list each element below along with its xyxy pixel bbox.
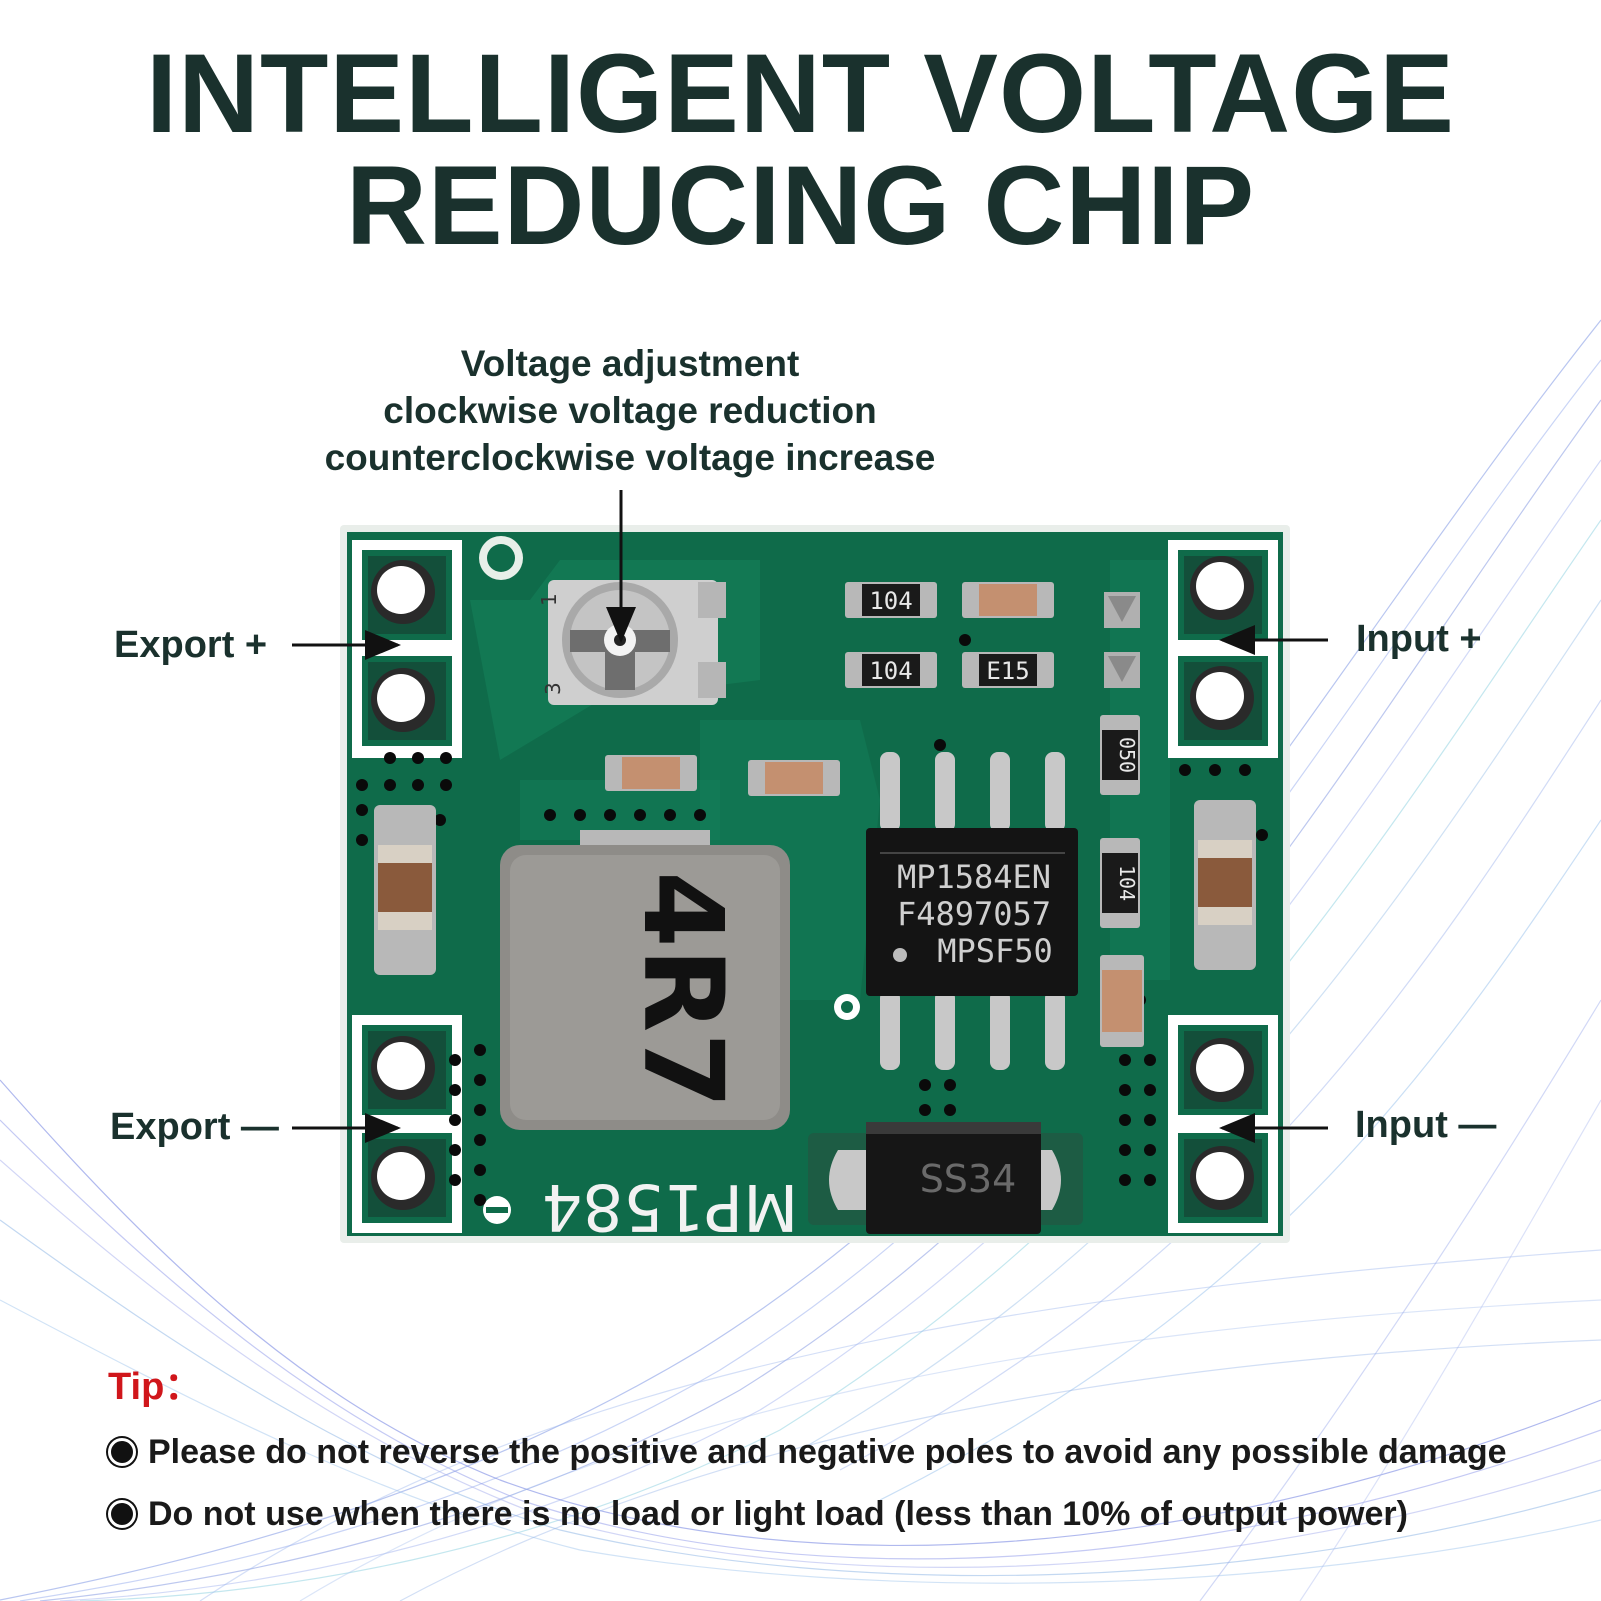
input-plus-label: Input + — [1356, 618, 1482, 660]
resistor-1-marking: 104 — [869, 587, 912, 615]
diode-marking: SS34 — [920, 1157, 1017, 1201]
silkscreen-mp1584: MP1584 — [542, 1169, 799, 1243]
tip-text: Please do not reverse the positive and n… — [148, 1433, 1507, 1471]
chip-marking-line-3: MPSF50 — [937, 932, 1053, 970]
chip-marking-line-2: F4897057 — [897, 895, 1051, 933]
export-minus-pads — [352, 1015, 462, 1233]
diode-ss34: SS34 — [808, 1122, 1083, 1234]
capacitor-mid — [748, 760, 840, 796]
export-plus-label: Export + — [114, 624, 268, 666]
resistor-e15: E15 — [962, 652, 1054, 688]
tip-text: Do not use when there is no load or ligh… — [148, 1495, 1408, 1533]
capacitor-vertical — [1100, 955, 1144, 1047]
resistor-104-vertical: 104 — [1100, 838, 1140, 928]
tip-item: Please do not reverse the positive and n… — [108, 1435, 1507, 1469]
resistor-050: 050 — [1100, 715, 1140, 795]
resistor-5-marking: 104 — [1115, 865, 1139, 901]
inductor-marking: 4R7 — [619, 871, 747, 1109]
capacitor-mid-left — [605, 755, 697, 791]
adjustment-note-line-3: counterclockwise voltage increase — [324, 437, 936, 478]
resistor-104-top: 104 — [845, 582, 937, 618]
ic-chip-mp1584en: MP1584EN F4897057 MPSF50 — [866, 752, 1078, 1070]
pot-pin-1-label: 1 — [537, 593, 561, 606]
tip-heading: Tip： — [108, 1366, 203, 1408]
export-minus-label: Export — — [110, 1106, 279, 1148]
input-minus-pads — [1168, 1015, 1278, 1233]
left-capacitor — [374, 805, 436, 975]
resistor-2-marking: 104 — [869, 657, 912, 685]
resistor-104-second: 104 — [845, 652, 937, 688]
title-line-2: REDUCING CHIP — [345, 143, 1256, 268]
inductor-4r7: 4R7 — [500, 830, 790, 1130]
title-line-1: INTELLIGENT VOLTAGE — [145, 31, 1456, 156]
chip-marking-line-1: MP1584EN — [897, 858, 1051, 896]
capacitor-top — [962, 582, 1054, 618]
export-plus-pads — [352, 540, 462, 758]
bullet-icon — [108, 1438, 136, 1466]
bullet-icon — [108, 1500, 136, 1528]
input-plus-pads — [1168, 540, 1278, 758]
right-capacitor — [1194, 800, 1256, 970]
adjustment-note-line-2: clockwise voltage reduction — [383, 390, 877, 431]
resistor-4-marking: 050 — [1115, 737, 1139, 773]
potentiometer: 1 3 — [537, 580, 726, 705]
input-minus-label: Input — — [1355, 1104, 1497, 1146]
resistor-3-marking: E15 — [986, 657, 1029, 685]
pot-pin-3-label: 3 — [541, 682, 565, 695]
adjustment-note-line-1: Voltage adjustment — [460, 343, 800, 384]
tip-item: Do not use when there is no load or ligh… — [108, 1497, 1408, 1531]
